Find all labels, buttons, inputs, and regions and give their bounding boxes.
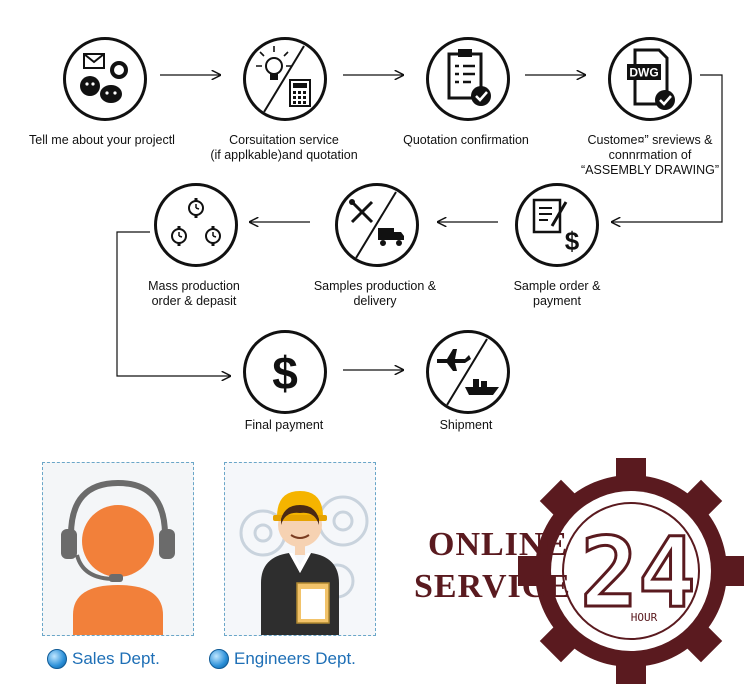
- engineers-dept-text: Engineers Dept.: [234, 649, 356, 668]
- step-samples-circle: [335, 183, 419, 267]
- step-shipment-label: Shipment: [439, 418, 493, 432]
- step-shipment-circle: [426, 330, 510, 414]
- step-project-circle: [63, 37, 147, 121]
- clipboard-check-icon: [447, 49, 491, 106]
- gear-24h-icon: 24 HOUR: [518, 458, 744, 684]
- chat-icons: [80, 53, 128, 103]
- engineers-card: [224, 462, 376, 636]
- sales-dept-label: Sales Dept.: [47, 649, 160, 669]
- engineer-person-icon: [239, 491, 369, 635]
- gear-unit: HOUR: [631, 611, 658, 624]
- sales-card: [42, 462, 194, 636]
- lightbulb-calculator-icon: [256, 45, 311, 113]
- step-consult-label: Corsuitation service (if applkable)and q…: [210, 133, 358, 162]
- dwg-text: DWG: [629, 66, 658, 80]
- step-mass-circle: [154, 183, 238, 267]
- dollar-icon: $: [272, 347, 298, 399]
- sales-dept-text: Sales Dept.: [72, 649, 160, 668]
- engineers-dept-label: Engineers Dept.: [209, 649, 356, 669]
- svg-text:$: $: [272, 347, 298, 399]
- document-dollar-icon: $: [532, 198, 580, 256]
- step-drawing-circle: DWG: [608, 37, 692, 121]
- step-consult-circle: [243, 37, 327, 121]
- headset-person-icon: [61, 479, 175, 635]
- watches-icon: [171, 198, 221, 246]
- service-text: SERVICE: [414, 568, 571, 605]
- tools-truck-icon: [349, 191, 404, 259]
- step-mass-label: Mass production order & depasit: [148, 279, 240, 308]
- step-sample-order-label: Sample order & payment: [513, 279, 601, 308]
- step-sample-order-circle: $: [515, 183, 599, 267]
- step-quote-circle: [426, 37, 510, 121]
- online-text: ONLINE: [428, 526, 569, 563]
- gear-number: 24: [580, 517, 696, 629]
- step-samples-label: Samples production & delivery: [313, 279, 437, 308]
- blue-bullet-icon: [209, 649, 229, 669]
- blue-bullet-icon: [47, 649, 67, 669]
- step-project-label: Tell me about your projectl: [29, 133, 175, 147]
- plane-ship-icon: [437, 338, 499, 406]
- dwg-file-icon: DWG: [627, 48, 675, 110]
- step-final-circle: $: [243, 330, 327, 414]
- dollar-glyph: $: [565, 226, 580, 256]
- step-quote-label: Quotation confirmation: [403, 133, 529, 147]
- step-drawing-label: Custome¤” sreviews & connrmation of “ASS…: [581, 133, 719, 177]
- step-final-label: Final payment: [244, 418, 324, 432]
